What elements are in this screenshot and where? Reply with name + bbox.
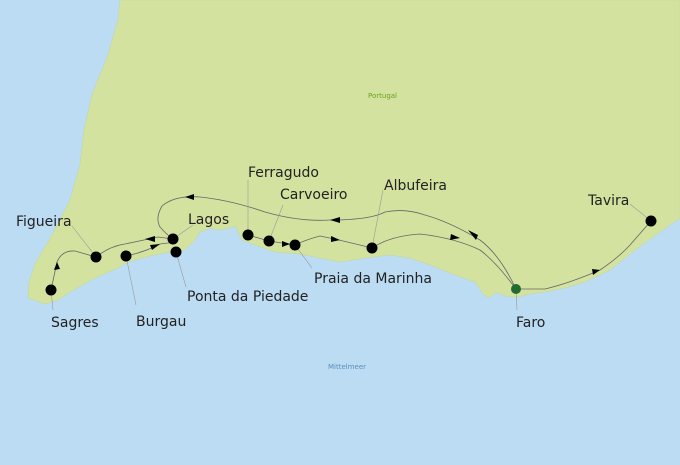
country-label: Portugal	[368, 92, 397, 100]
arrow-icon	[592, 269, 600, 275]
stops	[45, 215, 657, 296]
stop-label: Ferragudo	[248, 165, 319, 181]
stop-marker-faro[interactable]	[511, 284, 521, 294]
stop-label: Carvoeiro	[280, 187, 347, 203]
stop-label: Faro	[516, 315, 545, 331]
stop-label: Albufeira	[384, 178, 447, 194]
arrow-icon	[331, 236, 340, 242]
arrow-icon	[145, 236, 155, 242]
route-segment	[157, 196, 517, 290]
arrow-icon	[185, 194, 194, 200]
stop-label: Figueira	[16, 214, 72, 230]
arrow-icon	[282, 241, 290, 247]
stop-label: Praia da Marinha	[314, 271, 432, 287]
stop-marker-ferragudo[interactable]	[242, 229, 254, 241]
lagoon-faro	[560, 282, 600, 293]
stop-label: Ponta da Piedade	[187, 289, 308, 305]
arrow-icon	[54, 262, 60, 270]
stop-label: Tavira	[587, 193, 629, 209]
stop-label: Sagres	[51, 315, 99, 331]
stop-marker-lagos[interactable]	[167, 233, 179, 245]
stop-marker-praia-da-marinha[interactable]	[289, 239, 301, 251]
arrow-icon	[330, 217, 340, 223]
arrow-icon	[450, 234, 460, 240]
stop-marker-ponta-da-piedade[interactable]	[170, 246, 182, 258]
leader-lines	[50, 180, 652, 311]
sea-label: Mittelmeer	[328, 363, 366, 371]
stop-marker-tavira[interactable]	[645, 215, 657, 227]
stop-label: Lagos	[188, 212, 229, 228]
stop-marker-sagres[interactable]	[45, 284, 57, 296]
stop-marker-figueira[interactable]	[90, 251, 102, 263]
arrow-icon	[468, 230, 478, 240]
stop-marker-carvoeiro[interactable]	[263, 235, 275, 247]
stop-marker-albufeira[interactable]	[366, 242, 378, 254]
arrow-icon	[150, 244, 160, 250]
stop-labels: Sagres Figueira Burgau Lagos Ponta da Pi…	[16, 165, 629, 331]
stop-label: Burgau	[136, 314, 186, 330]
land-portugal	[27, 0, 680, 305]
stop-marker-burgau[interactable]	[120, 250, 132, 262]
route-arrows	[54, 194, 600, 275]
